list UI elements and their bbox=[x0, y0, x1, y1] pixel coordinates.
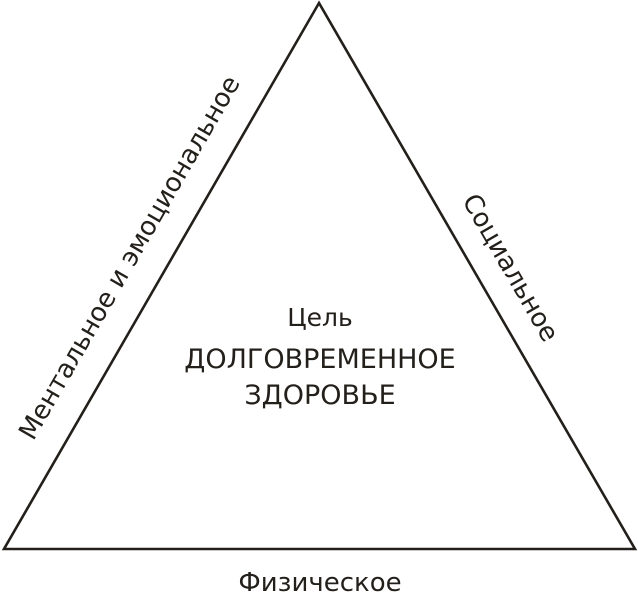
goal-kicker: Цель bbox=[287, 303, 353, 332]
goal-title-line-1: ДОЛГОВРЕМЕННОЕ bbox=[184, 344, 456, 375]
triangle-outline bbox=[1, 0, 638, 551]
goal-title-line-2: ЗДОРОВЬЕ bbox=[244, 380, 396, 411]
side-label-physical: Физическое bbox=[238, 568, 402, 598]
goal-block: Цель ДОЛГОВРЕМЕННОЕ ЗДОРОВЬЕ bbox=[184, 300, 456, 414]
